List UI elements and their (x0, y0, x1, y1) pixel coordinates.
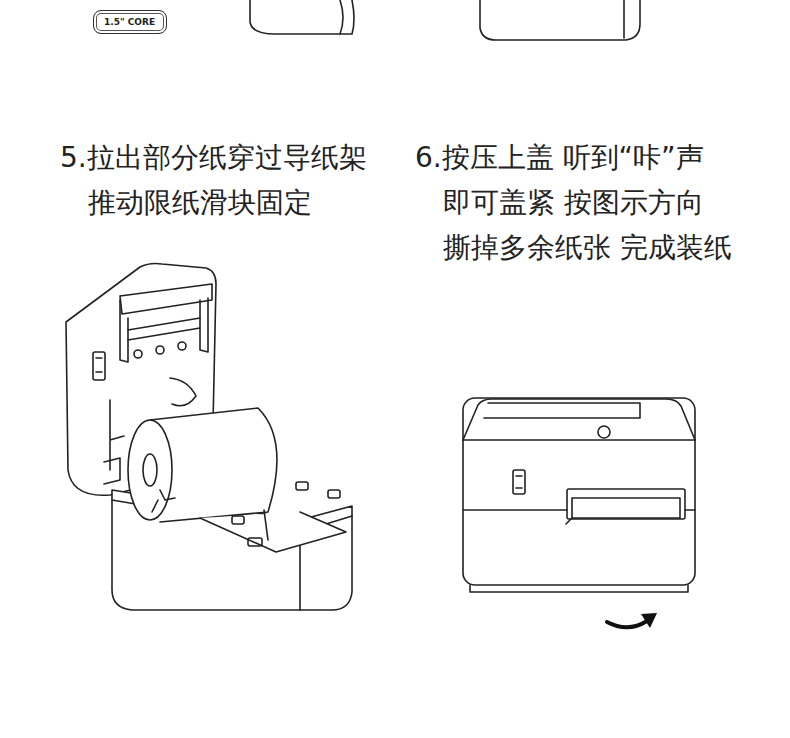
tear-arrow (607, 613, 657, 628)
core-size-tag: 1.5" CORE (93, 10, 167, 34)
node-text: 1.5" CORE (104, 16, 156, 28)
printer-bottom-top (480, 0, 640, 40)
instruction-line: 推动限纸滑块固定 (60, 180, 367, 225)
step-instruction: 5.拉出部分纸穿过导纸架 推动限纸滑块固定 (60, 135, 367, 225)
closed-printer (463, 398, 695, 592)
paper-roll-top (250, 0, 354, 34)
instruction-line: 撕掉多余纸张 完成装纸 (415, 225, 732, 270)
instruction-line: 6.按压上盖 听到“咔”声 (415, 135, 732, 180)
step-instruction: 6.按压上盖 听到“咔”声 即可盖紧 按图示方向 撕掉多余纸张 完成装纸 (415, 135, 732, 270)
instruction-line: 即可盖紧 按图示方向 (415, 180, 732, 225)
instruction-line: 5.拉出部分纸穿过导纸架 (60, 135, 367, 180)
open-printer (66, 263, 352, 610)
